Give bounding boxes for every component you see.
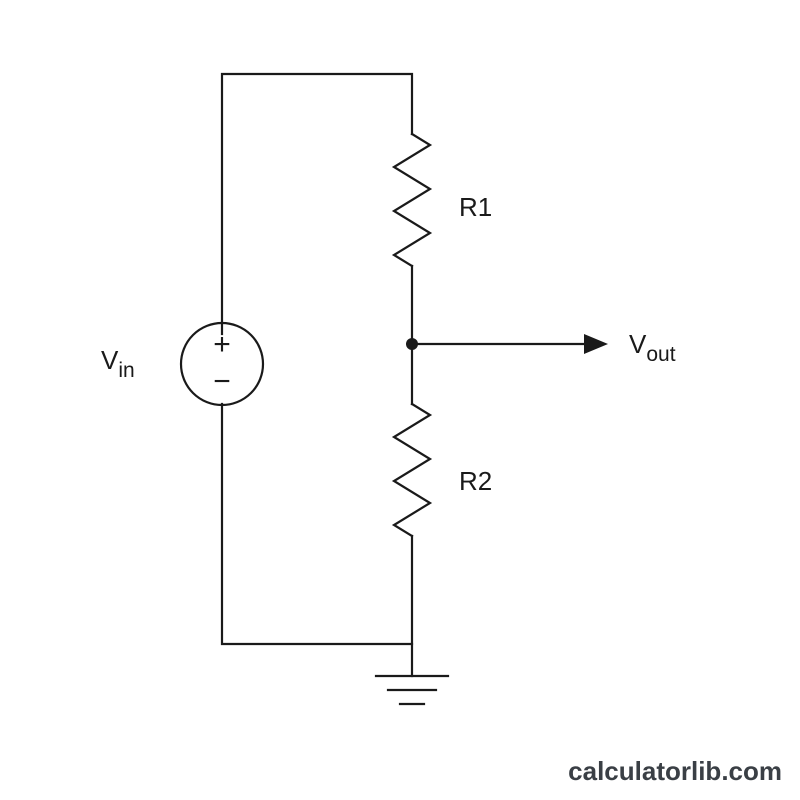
label-vin-sub: in bbox=[118, 359, 134, 382]
source-plus-sign: + bbox=[213, 328, 231, 361]
watermark-text: calculatorlib.com bbox=[568, 756, 782, 786]
voltage-source-symbol bbox=[179, 321, 265, 407]
ground-symbol bbox=[374, 674, 450, 706]
resistor-r2 bbox=[391, 402, 433, 538]
resistor-r1 bbox=[391, 132, 433, 268]
wire-bottom bbox=[220, 402, 414, 646]
label-vout-main: V bbox=[629, 329, 647, 359]
wire-top bbox=[220, 72, 414, 336]
source-minus-sign: − bbox=[213, 365, 231, 398]
output-arrowhead bbox=[584, 334, 608, 354]
label-r2: R2 bbox=[459, 466, 492, 496]
label-vin-main: V bbox=[101, 345, 119, 375]
label-vout-sub: out bbox=[646, 343, 675, 366]
label-vout: Vout bbox=[629, 329, 676, 366]
label-r1: R1 bbox=[459, 192, 492, 222]
label-vin: Vin bbox=[101, 345, 135, 382]
